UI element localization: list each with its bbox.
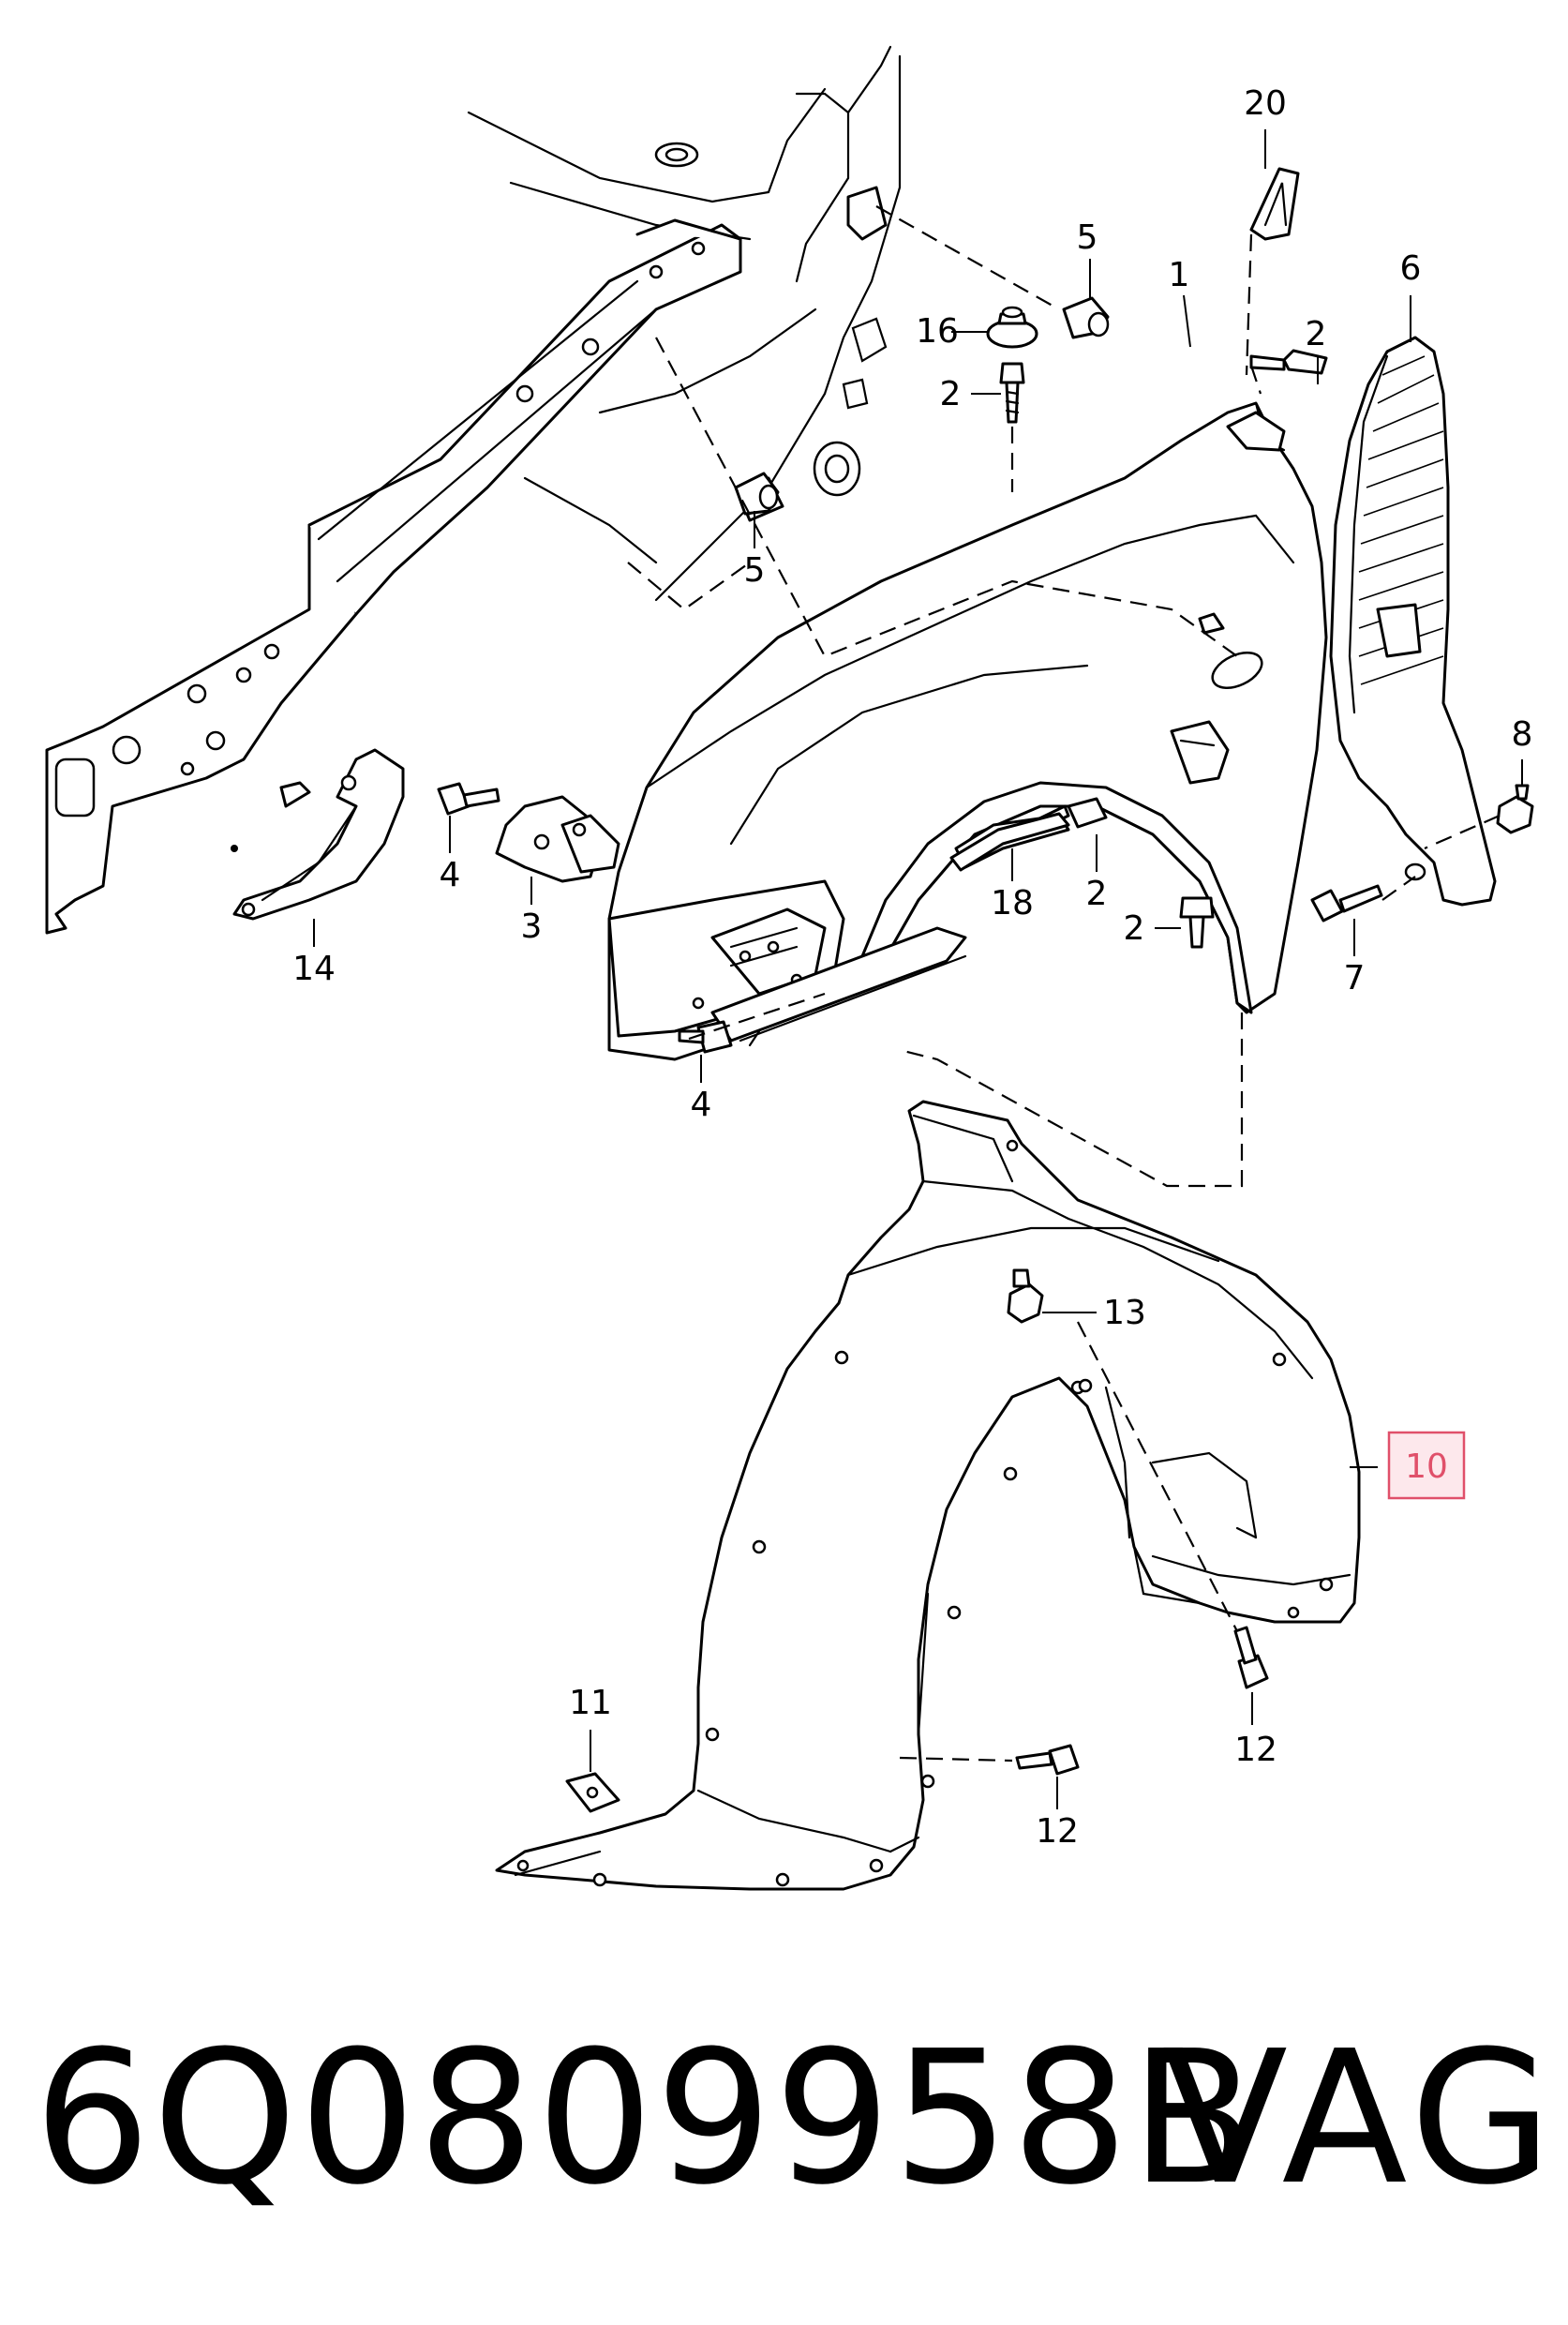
body-frame xyxy=(467,45,902,602)
fender-liner-rear xyxy=(1329,336,1497,907)
fastener-5-lower xyxy=(734,472,780,516)
callout-8: 8 xyxy=(1512,715,1533,754)
callout-16: 16 xyxy=(916,312,959,351)
fastener-4-upper xyxy=(437,782,500,816)
callouts: 20 5 1 6 16 2 2 5 8 4 18 2 3 2 14 7 4 13… xyxy=(292,84,1532,1851)
callout-2-mid: 2 xyxy=(1086,875,1108,913)
callout-11: 11 xyxy=(569,1684,612,1722)
front-longitudinal-member xyxy=(45,218,742,935)
fastener-2-top-right xyxy=(1249,349,1328,375)
fastener-11-nut xyxy=(565,1772,620,1813)
footer: 6Q0809958B VAG xyxy=(0,2016,1568,2259)
callout-7: 7 xyxy=(1344,959,1366,998)
callout-4-lower: 4 xyxy=(691,1086,712,1124)
bracket-14 xyxy=(232,748,405,921)
fastener-8-clip xyxy=(1496,784,1534,834)
leader-lines xyxy=(313,129,1523,1809)
callout-4-upper: 4 xyxy=(440,856,461,894)
sill-area xyxy=(607,879,967,1047)
fastener-2-lower xyxy=(1179,896,1215,949)
fastener-5-upper xyxy=(1062,296,1110,339)
triangle-trim xyxy=(1249,167,1300,241)
callout-6: 6 xyxy=(1400,249,1422,288)
callout-10: 10 xyxy=(1405,1448,1448,1486)
callout-13: 13 xyxy=(1103,1294,1146,1332)
assembly-lines xyxy=(627,205,1501,1762)
wheelhouse-liner xyxy=(495,1100,1361,1891)
parts-diagram: 20 5 1 6 16 2 2 5 8 4 18 2 3 2 14 7 4 13… xyxy=(45,45,1534,1891)
callout-2-top-right: 2 xyxy=(1306,315,1327,353)
fastener-2-top-left xyxy=(999,362,1025,424)
callout-12-left: 12 xyxy=(1036,1812,1079,1851)
fastener-16-nut xyxy=(986,306,1038,349)
callout-5-lower: 5 xyxy=(744,551,766,590)
callout-1: 1 xyxy=(1169,256,1190,294)
part-number-label: 6Q0809958B xyxy=(34,2012,1259,2226)
callout-3: 3 xyxy=(521,908,543,946)
fastener-18-trim xyxy=(949,812,1070,872)
callout-10-highlight xyxy=(1387,1431,1466,1500)
fastener-12-left xyxy=(1015,1744,1080,1776)
fastener-13-clip xyxy=(1007,1268,1093,1393)
callout-18: 18 xyxy=(991,884,1034,922)
brand-label: VAG xyxy=(1162,2012,1559,2226)
fastener-4-lower xyxy=(678,1020,733,1054)
fastener-12-right xyxy=(1233,1626,1269,1689)
callout-2-top-left: 2 xyxy=(940,375,962,413)
callout-20: 20 xyxy=(1244,84,1287,123)
callout-12-right: 12 xyxy=(1234,1731,1277,1769)
callout-2-lower: 2 xyxy=(1124,909,1145,948)
callout-5-top: 5 xyxy=(1077,218,1098,257)
fastener-7-screw xyxy=(1310,884,1383,922)
bracket-3 xyxy=(495,795,620,883)
callout-14: 14 xyxy=(292,950,336,988)
